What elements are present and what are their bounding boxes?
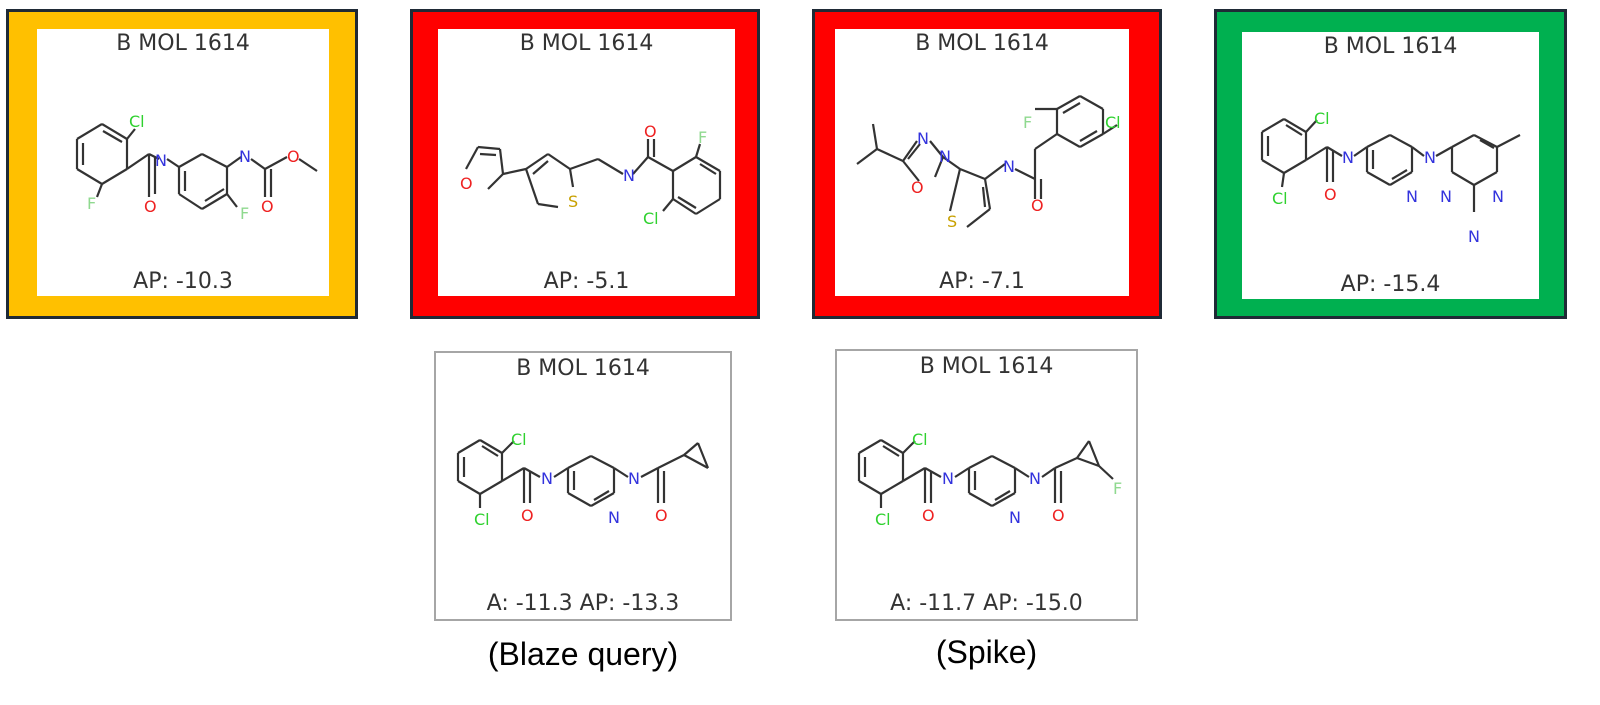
atom-label: F [87,194,96,213]
card-1-panel: B MOL 1614 Cl N N O F O F O AP: -10.3 [37,29,329,296]
atom-label: N [1468,227,1480,246]
atom-label: O [911,178,924,197]
molecule-structure: Cl N N Cl O N O F [857,430,1122,529]
atom-label: O [1324,185,1337,204]
atom-label: N [239,147,251,166]
ap-score: AP: -10.3 [133,269,233,294]
atom-label: F [1023,113,1032,132]
atom-label: N [1342,148,1354,167]
molecule-title: B MOL 1614 [116,31,250,56]
atom-label: N [917,129,929,148]
atom-label: Cl [643,209,659,228]
atom-label: Cl [474,510,490,529]
atom-label: N [541,469,553,488]
molecule-structure: Cl N N Cl O N N N N [1260,109,1521,246]
atom-label: Cl [1272,189,1288,208]
molecule-title: B MOL 1614 [516,356,650,381]
molecule-title: B MOL 1614 [919,354,1054,379]
card-4-panel: B MOL 1614 Cl N N Cl O N N N N AP: -15.4 [1242,32,1539,299]
atom-label: O [144,197,157,216]
atom-label: N [942,469,954,488]
atom-label: N [939,147,951,166]
atom-label: O [1052,506,1065,525]
atom-label: Cl [1105,113,1121,132]
affinity-score: A: -11.7 AP: -15.0 [890,591,1083,616]
atom-label: O [644,122,657,141]
atom-label: O [460,174,473,193]
atom-label: O [521,506,534,525]
atom-label: N [1003,157,1015,176]
atom-label: Cl [129,112,145,131]
ap-score: AP: -5.1 [543,269,630,294]
molecule-card-spike[interactable]: B MOL 1614 Cl N N Cl O N O F A: -11.7 AP… [835,349,1138,621]
molecule-title: B MOL 1614 [519,31,654,56]
atom-label: N [628,469,640,488]
molecule-structure: Cl N N Cl O N O [456,430,710,529]
atom-label: O [655,506,668,525]
molecule-title: B MOL 1614 [915,31,1049,56]
atom-label: Cl [511,430,527,449]
affinity-score: A: -11.3 AP: -13.3 [486,591,680,616]
molecule-title: B MOL 1614 [1323,34,1458,59]
atom-label: S [568,192,578,211]
atom-label: O [287,147,300,166]
atom-label: Cl [875,510,891,529]
atom-label: F [1113,479,1122,498]
molecule-card-2[interactable]: B MOL 1614 O F O N S Cl AP: -5.1 [410,9,760,319]
atom-label: N [623,166,635,185]
atom-label: N [1406,187,1418,206]
atom-label: N [1424,148,1436,167]
atom-label: Cl [912,430,928,449]
molecule-structure: O F O N S Cl [460,122,722,228]
molecule-card-1[interactable]: B MOL 1614 Cl N N O F O F O AP: -10.3 [6,9,358,319]
molecule-structure: Cl N N O F O F O [75,112,318,223]
atom-label: N [1492,187,1504,206]
atom-label: F [698,128,707,147]
molecule-card-4[interactable]: B MOL 1614 Cl N N Cl O N N N N AP: -15.4 [1214,9,1567,319]
atom-label: O [261,197,274,216]
atom-label: N [1029,469,1041,488]
atom-label: Cl [1314,109,1330,128]
ap-score: AP: -7.1 [939,269,1025,294]
atom-label: O [922,506,935,525]
molecule-card-blaze-query[interactable]: B MOL 1614 Cl N N Cl O N O A: -11.3 AP: … [434,351,732,621]
card-3-panel: B MOL 1614 F Cl N N N O O S AP: -7.1 [835,29,1129,296]
molecule-card-3[interactable]: B MOL 1614 F Cl N N N O O S AP: -7.1 [812,9,1162,319]
atom-label: N [155,151,167,170]
atom-label: F [240,204,249,223]
atom-label: N [608,508,620,527]
blaze-query-caption: (Blaze query) [487,636,679,672]
spike-caption: (Spike) [935,634,1038,670]
atom-label: N [1009,508,1021,527]
molecule-structure: F Cl N N N O O S [856,95,1121,231]
atom-label: O [1031,196,1044,215]
atom-label: N [1440,187,1452,206]
ap-score: AP: -15.4 [1340,272,1441,297]
atom-label: S [947,212,957,231]
card-2-panel: B MOL 1614 O F O N S Cl AP: -5.1 [438,29,735,296]
